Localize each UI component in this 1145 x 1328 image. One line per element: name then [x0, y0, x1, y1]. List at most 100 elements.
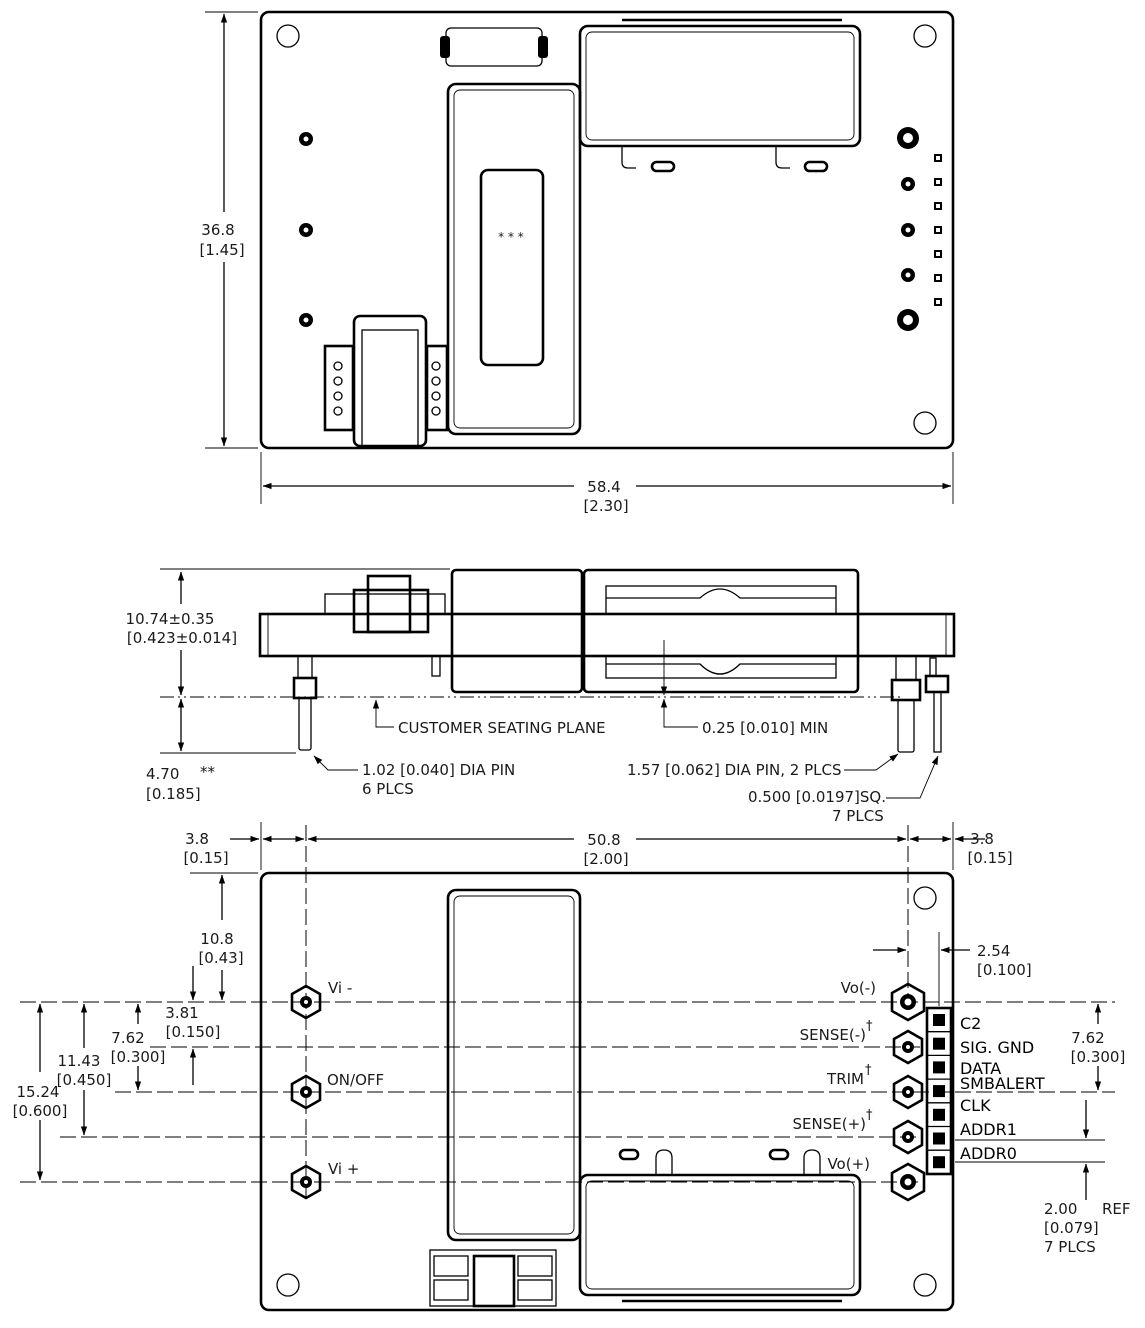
pin-label-sense-plus: SENSE(+)	[793, 1115, 867, 1133]
output-transformer	[578, 24, 862, 148]
mounting-hole	[913, 1273, 937, 1297]
output-pin-marks	[897, 127, 919, 331]
side-choke	[352, 588, 430, 634]
dim-7-62-left-in: [0.300]	[111, 1048, 166, 1066]
label-area	[479, 168, 545, 367]
seating-plane-label: CUSTOMER SEATING PLANE	[398, 719, 606, 737]
signal-label-c2: C2	[960, 1014, 981, 1033]
signal-label-data: DATA	[960, 1059, 1001, 1078]
input-pin-marks	[299, 132, 313, 327]
mounting-hole	[913, 411, 937, 435]
bottom-choke	[429, 1249, 557, 1308]
pin-length-in: [0.185]	[146, 785, 201, 803]
mounting-hole	[276, 24, 300, 48]
bottom-inductor	[446, 888, 582, 1242]
solder-pad	[803, 160, 829, 173]
input-pins	[290, 984, 322, 1200]
signal-pin-label: 0.500 [0.0197]SQ.	[748, 788, 886, 806]
left-edge-dim-in: [0.15]	[183, 849, 228, 867]
mounting-hole	[913, 24, 937, 48]
choke-winding-right	[425, 344, 449, 432]
dim-11-43-in: [0.450]	[57, 1071, 112, 1089]
signal-pin-marks	[934, 154, 942, 306]
side-winding	[605, 585, 837, 615]
solder-pad	[618, 1148, 640, 1161]
large-pin-label: 1.57 [0.062] DIA PIN, 2 PLCS	[627, 761, 842, 779]
dim-11-43-mm: 11.43	[58, 1052, 101, 1070]
top-to-pin-dim-mm: 10.8	[200, 930, 233, 948]
dagger-mark: †	[866, 1108, 873, 1123]
solder-pad	[768, 1148, 790, 1161]
width-dim-mm: 58.4	[587, 478, 620, 496]
transformer-leads	[621, 146, 790, 169]
dagger-mark: †	[866, 1019, 873, 1034]
signal-pin-count: 7 PLCS	[832, 807, 884, 825]
signal-pin-header	[925, 1006, 953, 1176]
side-choke-core	[366, 574, 412, 634]
side-core	[606, 588, 836, 599]
side-view-pcb	[258, 612, 956, 658]
dim-3-81-in: [0.150]	[166, 1023, 221, 1041]
signal-label-clk: CLK	[960, 1096, 991, 1115]
bottom-transformer-inner	[585, 1180, 855, 1290]
height-dim-in: [1.45]	[199, 241, 244, 259]
dim-3-81-mm: 3.81	[165, 1004, 198, 1022]
clearance-label: 0.25 [0.010] MIN	[702, 719, 828, 737]
pin-label-trim: TRIM	[826, 1070, 864, 1088]
signal-label-addr1: ADDR1	[960, 1120, 1017, 1139]
dim-15-24-in: [0.600]	[13, 1102, 68, 1120]
label-marks: * * *	[498, 230, 524, 244]
fuse-component	[445, 27, 543, 67]
width-dim-in: [2.30]	[583, 497, 628, 515]
pitch-dim-mm: 2.00	[1044, 1200, 1077, 1218]
top-view-board-outline	[259, 10, 955, 450]
top-view: * * *	[199, 10, 955, 515]
side-transformer	[582, 568, 860, 694]
main-inductor-inner	[453, 89, 575, 429]
pin-label-vo-minus: Vo(-)	[841, 979, 876, 997]
pin-label-vi-plus: Vi +	[328, 1160, 359, 1178]
dim-7-62-left-mm: 7.62	[111, 1029, 144, 1047]
signal-offset-dim-in: [0.100]	[977, 961, 1032, 979]
mounting-hole	[276, 1273, 300, 1297]
choke-pins	[333, 361, 441, 416]
dim-7-62-right-mm: 7.62	[1071, 1029, 1104, 1047]
side-pins	[292, 655, 950, 753]
small-pin-label: 1.02 [0.040] DIA PIN	[362, 761, 515, 779]
dagger-mark: †	[865, 1063, 872, 1078]
solder-pad	[650, 160, 676, 173]
side-inductor	[450, 568, 584, 694]
height-dim-mm: 36.8	[201, 221, 234, 239]
right-edge-dim-in: [0.15]	[967, 849, 1012, 867]
bottom-view: Vi - ON/OFF Vi + Vo(-) SENSE(-) † TRIM †…	[13, 822, 1131, 1312]
signal-label-sig-gnd: SIG. GND	[960, 1038, 1034, 1057]
dim-15-24-mm: 15.24	[17, 1083, 60, 1101]
fuse-cap	[440, 36, 450, 58]
height-dim-in: [0.423±0.014]	[127, 629, 237, 647]
output-transformer-inner	[585, 31, 855, 141]
pin-label-on-off: ON/OFF	[327, 1071, 384, 1089]
pin-length-mm: 4.70	[146, 765, 179, 783]
left-edge-dim-mm: 3.8	[185, 830, 209, 848]
pin-span-dim-in: [2.00]	[583, 850, 628, 868]
side-fuse	[324, 593, 446, 615]
signal-label-addr0: ADDR0	[960, 1144, 1017, 1163]
bottom-transformer	[578, 1173, 862, 1297]
choke-winding-left	[323, 344, 355, 432]
pitch-dim-count: 7 PLCS	[1044, 1238, 1096, 1256]
small-pin-count: 6 PLCS	[362, 780, 414, 798]
main-inductor	[446, 82, 582, 436]
bottom-inductor-inner	[453, 895, 575, 1235]
pin-label-vo-plus: Vo(+)	[827, 1155, 870, 1173]
input-choke-core	[361, 329, 419, 447]
right-edge-dim-mm: 3.8	[970, 830, 994, 848]
output-pins	[890, 982, 926, 1202]
pin-span-dim-mm: 50.8	[587, 831, 620, 849]
side-core	[606, 663, 836, 675]
signal-label-smbalert: SMBALERT	[960, 1074, 1045, 1093]
pitch-dim-in: [0.079]	[1044, 1219, 1099, 1237]
transformer-leads	[655, 1149, 821, 1175]
pin-label-sense-minus: SENSE(-)	[800, 1026, 866, 1044]
bottom-view-board-outline	[259, 871, 955, 1312]
